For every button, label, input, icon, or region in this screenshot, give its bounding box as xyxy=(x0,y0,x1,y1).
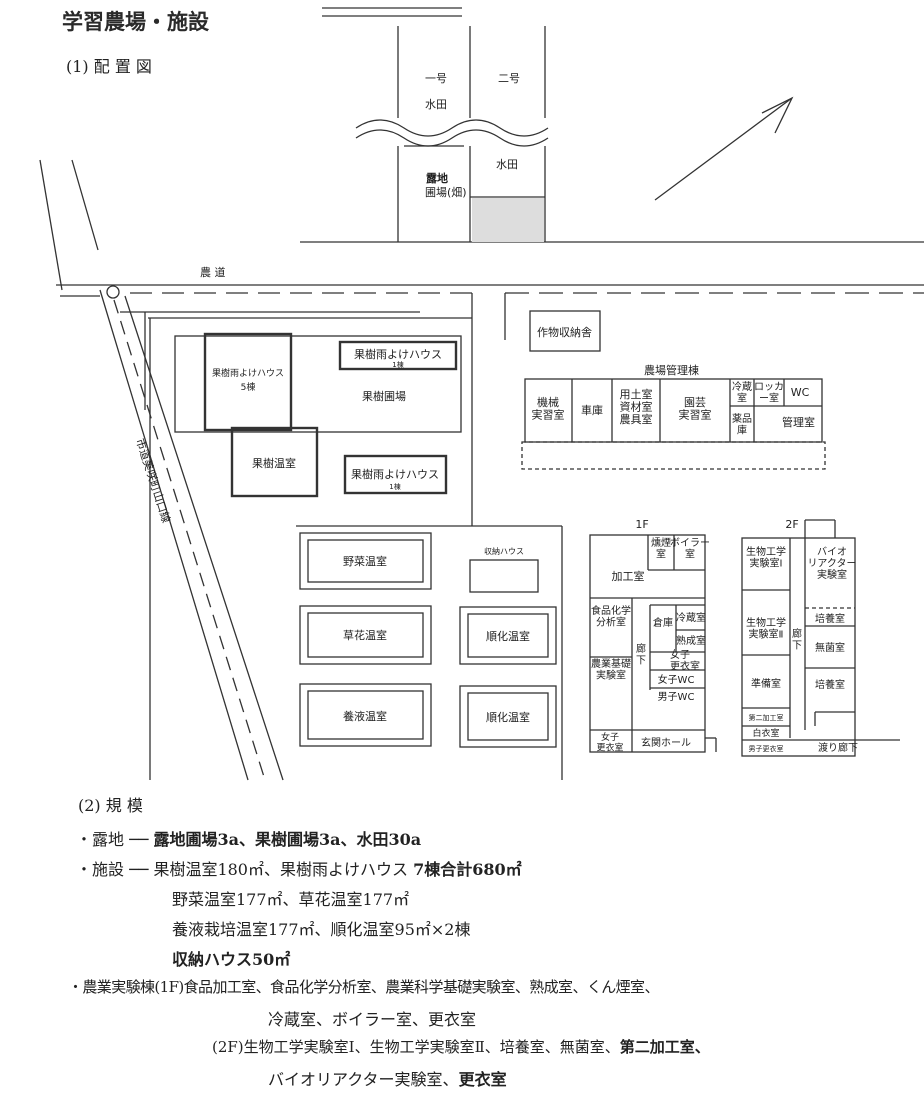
scale-line-1-prefix: ・露地 ── xyxy=(76,830,154,849)
flower-greenhouse-label: 草花温室 xyxy=(343,628,387,642)
f1-warehouse-label: 倉庫 xyxy=(653,616,673,629)
chem-store-label: 薬品庫 xyxy=(732,413,752,437)
scale-heading: (2) 規 模 xyxy=(78,796,143,815)
mgmt-building-label: 農場管理棟 xyxy=(644,363,699,377)
accl-greenhouse-1-label: 順化温室 xyxy=(486,629,530,643)
veg-greenhouse-label: 野菜温室 xyxy=(343,554,387,568)
fruit-rain-house-5-count: 5棟 xyxy=(241,381,256,393)
scale-line-8-bold: 第二加工室、 xyxy=(619,1038,710,1056)
field-2-label: 二号 xyxy=(498,72,520,85)
scale-line-6: ・農業実験棟(1F)食品加工室、食品化学分析室、農業科学基礎実験室、熟成室、くん… xyxy=(68,978,659,996)
crop-storage-label: 作物収納舎 xyxy=(537,325,592,339)
f1-men-wc-label: 男子WC xyxy=(658,691,695,703)
accl-greenhouse-2-label: 順化温室 xyxy=(486,710,530,724)
cold-room-label: 冷蔵室 xyxy=(732,380,752,405)
hatched-area xyxy=(472,198,544,242)
f2-bioreactor-label: バイオリアクター実験室 xyxy=(807,546,856,581)
paddy-2-label: 水田 xyxy=(496,158,518,171)
supply-room-label: 用土室資材室農具室 xyxy=(620,387,653,426)
f1-processing-label: 加工室 xyxy=(612,569,645,583)
fruit-rain-house-b-count: 1棟 xyxy=(389,482,400,491)
layout-heading: (1) 配 置 図 xyxy=(66,57,152,76)
f1-smoke-label: 燻煙室 xyxy=(651,536,671,561)
paddy-1-label: 水田 xyxy=(425,98,447,111)
wc-label: WC xyxy=(791,386,810,399)
f2-men-locker-label: 男子更衣室 xyxy=(749,744,784,753)
f1-cold-label: 冷蔵室 xyxy=(676,611,706,624)
f2-biolab1-label: 生物工学実験室Ⅰ xyxy=(746,545,786,570)
f1-boiler-label: ボイラー室 xyxy=(670,537,710,561)
scale-line-4: 養液栽培温室177㎡、順化温室95㎡×2棟 xyxy=(172,920,471,939)
f2-proc2-label: 第二加工室 xyxy=(749,713,784,722)
scale-line-1: ・露地 ── 露地圃場3a、果樹圃場3a、水田30a xyxy=(76,826,421,850)
f1-women-locker-label: 女子更衣室 xyxy=(670,648,700,673)
fruit-rain-house-b-label: 果樹雨よけハウス xyxy=(351,468,439,481)
scale-line-5: 収納ハウス50㎡ xyxy=(172,950,291,969)
farm-road-label: 農 道 xyxy=(200,265,226,279)
f1-corridor-label: 廊下 xyxy=(636,642,646,667)
scale-line-3: 野菜温室177㎡、草花温室177㎡ xyxy=(172,890,410,909)
fruit-rain-house-a-count: 1棟 xyxy=(392,360,403,369)
f1-women-wc-label: 女子WC xyxy=(658,673,695,686)
f1-hall-label: 玄関ホール xyxy=(641,736,691,749)
scale-line-9: バイオリアクター実験室、更衣室 xyxy=(268,1066,507,1090)
f2-culture1-label: 培養室 xyxy=(815,612,845,625)
hydro-greenhouse-label: 養液温室 xyxy=(343,709,387,723)
fruit-field-label: 果樹圃場 xyxy=(362,390,406,403)
open-field-sub-label: 圃場(畑) xyxy=(425,186,467,199)
f2-white-label: 白衣室 xyxy=(752,727,779,739)
locker-room-label: ロッカー室 xyxy=(754,381,784,405)
scale-line-8-prefix: (2F)生物工学実験室Ⅰ、生物工学実験室Ⅱ、培養室、無菌室、 xyxy=(212,1038,620,1056)
site-layout-map: 一号 水田 二号 水田 露地 圃場(畑) 農 道 市道美咲町山口線 作物収納舎 … xyxy=(39,7,924,781)
f1-foodchem-label: 食品化学分析室 xyxy=(591,604,631,629)
field-1-label: 一号 xyxy=(425,72,447,85)
fruit-rain-house-a-label: 果樹雨よけハウス xyxy=(354,348,442,361)
scale-line-9-prefix: バイオリアクター実験室、 xyxy=(268,1070,459,1089)
fruit-greenhouse-label: 果樹温室 xyxy=(252,456,296,470)
f1-basic-lab-label: 農業基礎実験室 xyxy=(591,657,631,682)
f2-prep-label: 準備室 xyxy=(751,677,781,690)
city-road-label: 市道美咲町山口線 xyxy=(133,437,174,525)
floor-2-label: 2F xyxy=(785,518,798,531)
scale-line-2-bold: 7棟合計680㎡ xyxy=(413,860,522,879)
f2-biolab2-label: 生物工学実験室Ⅱ xyxy=(746,616,786,641)
scale-line-8: (2F)生物工学実験室Ⅰ、生物工学実験室Ⅱ、培養室、無菌室、第二加工室、 xyxy=(212,1036,710,1057)
scale-line-2: ・施設 ── 果樹温室180㎡、果樹雨よけハウス 7棟合計680㎡ xyxy=(76,856,522,880)
floor-1-label: 1F xyxy=(635,518,648,531)
f1-women-locker-2-label: 女子更衣室 xyxy=(596,731,623,753)
machine-room-label: 機械実習室 xyxy=(532,395,565,422)
garage-label: 車庫 xyxy=(581,403,603,417)
f1-aging-label: 熟成室 xyxy=(676,634,706,647)
page-title: 学習農場・施設 xyxy=(62,10,209,34)
f2-culture2-label: 培養室 xyxy=(815,678,845,691)
fruit-rain-house-5-label: 果樹雨よけハウス xyxy=(212,367,284,379)
scale-line-1-bold: 露地圃場3a、果樹圃場3a、水田30a xyxy=(153,830,422,849)
scale-line-7: 冷蔵室、ボイラー室、更衣室 xyxy=(268,1010,477,1029)
storage-house-label: 収納ハウス xyxy=(484,546,524,556)
scale-line-9-bold: 更衣室 xyxy=(458,1070,507,1089)
f2-sterile-label: 無菌室 xyxy=(815,641,845,654)
open-field-label: 露地 xyxy=(426,171,448,185)
admin-room-label: 管理室 xyxy=(782,415,815,429)
f2-bridge-label: 渡り廊下 xyxy=(818,741,858,754)
f2-corridor-label: 廊下 xyxy=(792,627,802,652)
horti-room-label: 園芸実習室 xyxy=(679,396,712,422)
scale-line-2-prefix: ・施設 ── 果樹温室180㎡、果樹雨よけハウス xyxy=(76,860,414,879)
